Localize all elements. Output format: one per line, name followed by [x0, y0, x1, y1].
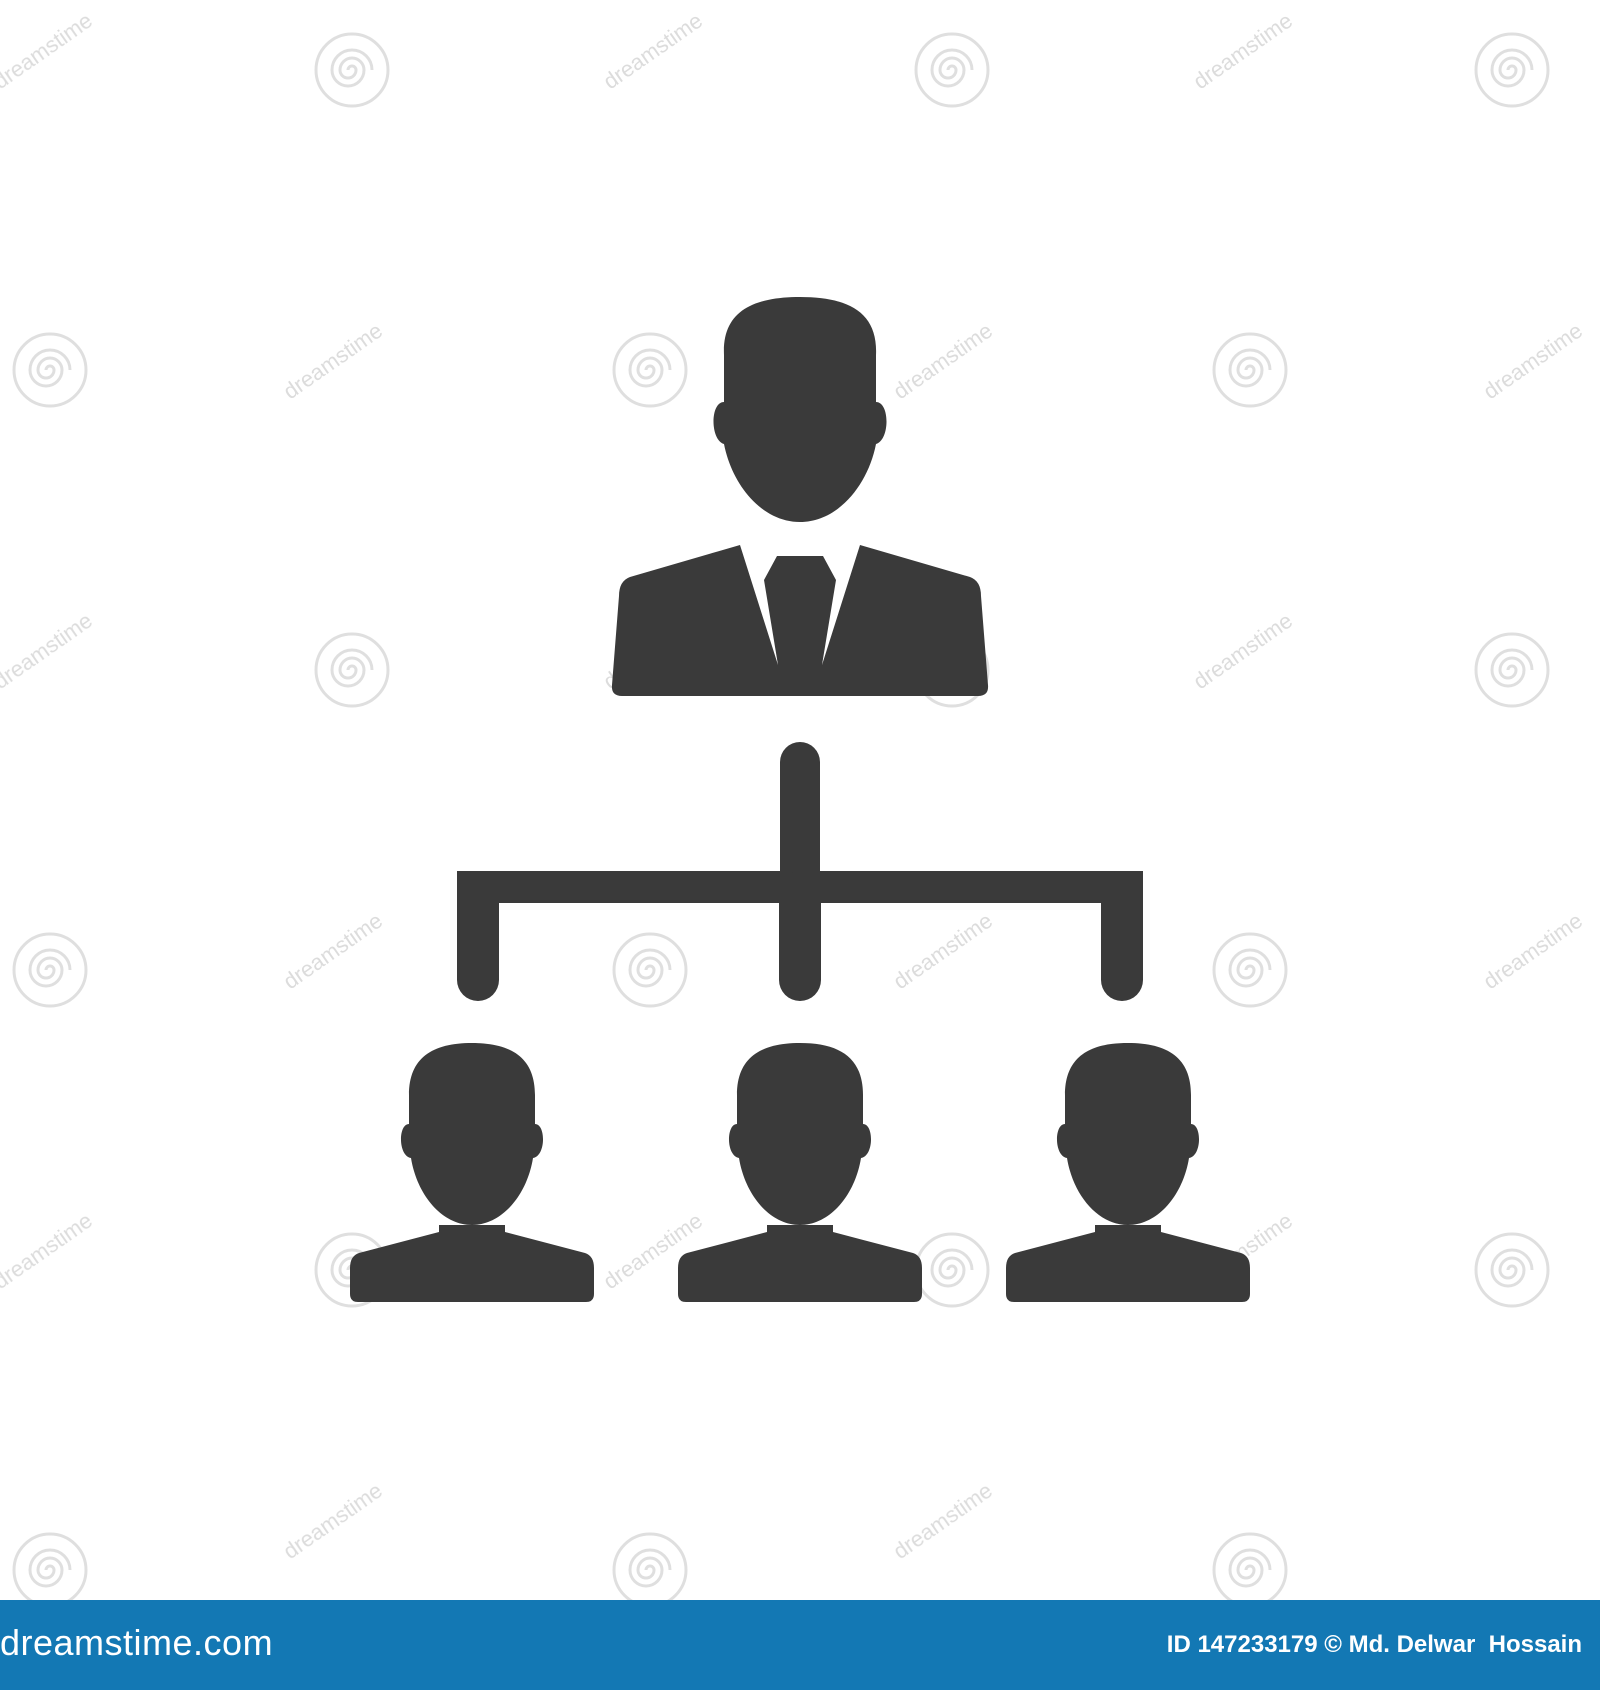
hierarchy-figure [350, 297, 1250, 1302]
watermark-spiral [914, 1232, 990, 1308]
watermark-text: dreamstime [0, 608, 97, 694]
watermark-text: dreamstime [889, 908, 997, 994]
manager-person-icon [611, 297, 989, 696]
hierarchy-connector-lines [457, 742, 1143, 1001]
org-chart-hierarchy-icon: dreamstime dreamstime dreamstime dreamstime… [0, 8, 1587, 1600]
watermark-text: dreamstime [1189, 608, 1297, 694]
watermark-spiral [1212, 1532, 1288, 1600]
watermark-spiral [12, 332, 88, 408]
watermark-text: dreamstime [1479, 318, 1587, 404]
watermark-text: dreamstime [0, 8, 97, 94]
watermark-spiral [1212, 332, 1288, 408]
watermark-spiral [314, 32, 390, 108]
watermark-text: dreamstime [279, 318, 387, 404]
watermark-text: dreamstime [279, 1478, 387, 1564]
connector-drop-center [779, 871, 821, 1001]
watermark-text: dreamstime [889, 1478, 997, 1564]
manager-head [713, 297, 887, 522]
connector-drop-left [457, 871, 499, 1001]
dreamstime-logo: dreamstime.com [0, 1622, 274, 1663]
employee-person-icon-right [1006, 1043, 1250, 1302]
manager-suit [611, 545, 989, 696]
watermark-spiral [12, 1532, 88, 1600]
watermark-text: dreamstime [279, 908, 387, 994]
watermark-text: dreamstime [889, 318, 997, 404]
watermark-spiral [612, 1532, 688, 1600]
image-credit: ID 147233179 © Md. Delwar Hossain [1166, 1631, 1582, 1658]
watermark-spiral [612, 332, 688, 408]
watermark-spiral [1474, 32, 1550, 108]
watermark-spiral [12, 932, 88, 1008]
watermark-text: dreamstime [1189, 8, 1297, 94]
employee-person-icon-left [350, 1043, 594, 1302]
employee-person-icon-center [678, 1043, 922, 1302]
watermark-spiral [1474, 1232, 1550, 1308]
watermark-footer-bar: dreamstime.com ID 147233179 © Md. Delwar… [0, 1600, 1600, 1690]
connector-drop-right [1101, 871, 1143, 1001]
watermark-text: dreamstime [599, 8, 707, 94]
watermark-text: dreamstime [1479, 908, 1587, 994]
watermark-spiral [914, 32, 990, 108]
watermark-spiral [612, 932, 688, 1008]
watermark-spiral [314, 632, 390, 708]
connector-vertical-top [780, 742, 820, 902]
watermark-text: dreamstime [0, 1208, 97, 1294]
watermark-spiral [1474, 632, 1550, 708]
watermark-spiral [1212, 932, 1288, 1008]
stock-image-canvas: dreamstime dreamstime dreamstime dreamstime… [0, 7, 1588, 1600]
